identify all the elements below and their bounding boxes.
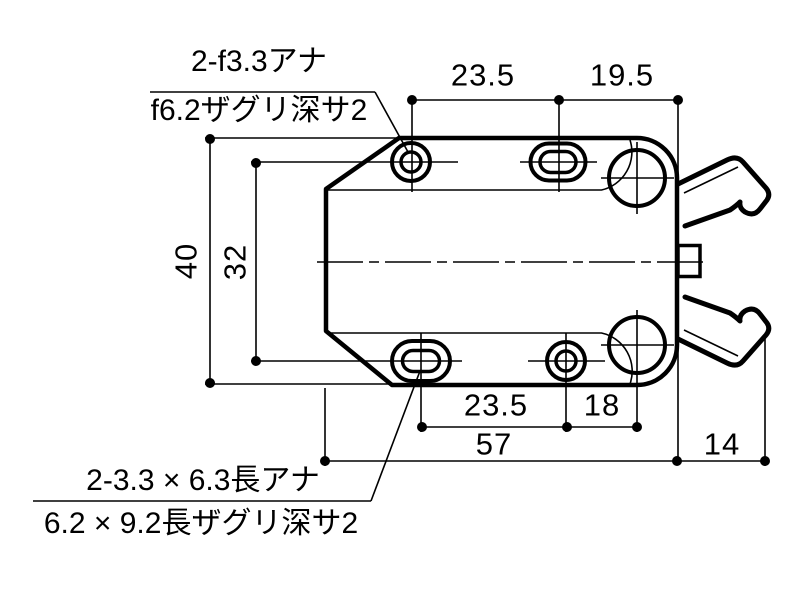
dim-top-edge-offset: 19.5 — [589, 57, 655, 93]
note-bottom-hole-line1: 2-3.3 × 6.3長アナ — [86, 464, 320, 497]
note-top-leader — [374, 91, 409, 153]
top-slot-hole — [528, 141, 588, 183]
note-top-hole-line1: 2-f3.3アナ — [190, 45, 328, 78]
top-slot-bore — [538, 149, 578, 175]
note-bottom-leader — [370, 370, 421, 502]
latch-arm-top — [675, 155, 772, 229]
note-top-hole-line2: f6.2ザグリ深サ2 — [150, 94, 368, 127]
crosshair-lines — [520, 142, 674, 362]
dim-top-hole-pitch: 23.5 — [450, 57, 516, 93]
bottom-round-hole-counterbore — [545, 340, 587, 382]
body-outline — [323, 135, 680, 388]
dim-arm-overhang: 14 — [703, 426, 741, 462]
dimension-dots — [205, 95, 770, 466]
top-round-hole — [390, 141, 432, 183]
bottom-slot-bore — [400, 348, 442, 374]
arm-fold-line-top — [683, 166, 739, 194]
dim-body-height: 40 — [168, 242, 204, 280]
top-slot-counterbore — [528, 141, 588, 183]
dim-bottom-hole-pitch: 23.5 — [463, 387, 529, 423]
leader-lines — [33, 91, 421, 502]
latch-arm-bottom — [675, 294, 772, 368]
top-round-hole-counterbore — [390, 141, 432, 183]
step-lines — [327, 139, 739, 385]
step-line-bottom — [327, 332, 633, 385]
bottom-slot-hole — [390, 339, 452, 383]
dim-overall-width: 57 — [475, 426, 513, 462]
arm-fold-line-bottom — [683, 329, 739, 357]
step-line-top — [327, 139, 633, 191]
pivot-circle-bottom — [607, 315, 667, 375]
pivot-circle-top — [607, 148, 667, 208]
bottom-round-hole — [545, 340, 587, 382]
bottom-slot-counterbore — [390, 339, 452, 383]
plunger-block — [676, 243, 702, 279]
top-round-hole-bore — [399, 150, 423, 174]
note-bottom-hole-line2: 6.2 × 9.2長ザグリ深サ2 — [43, 507, 359, 540]
dim-bottom-edge-offset: 18 — [583, 387, 621, 423]
dim-hole-row-pitch: 32 — [217, 243, 253, 281]
bottom-round-hole-bore — [554, 349, 578, 373]
